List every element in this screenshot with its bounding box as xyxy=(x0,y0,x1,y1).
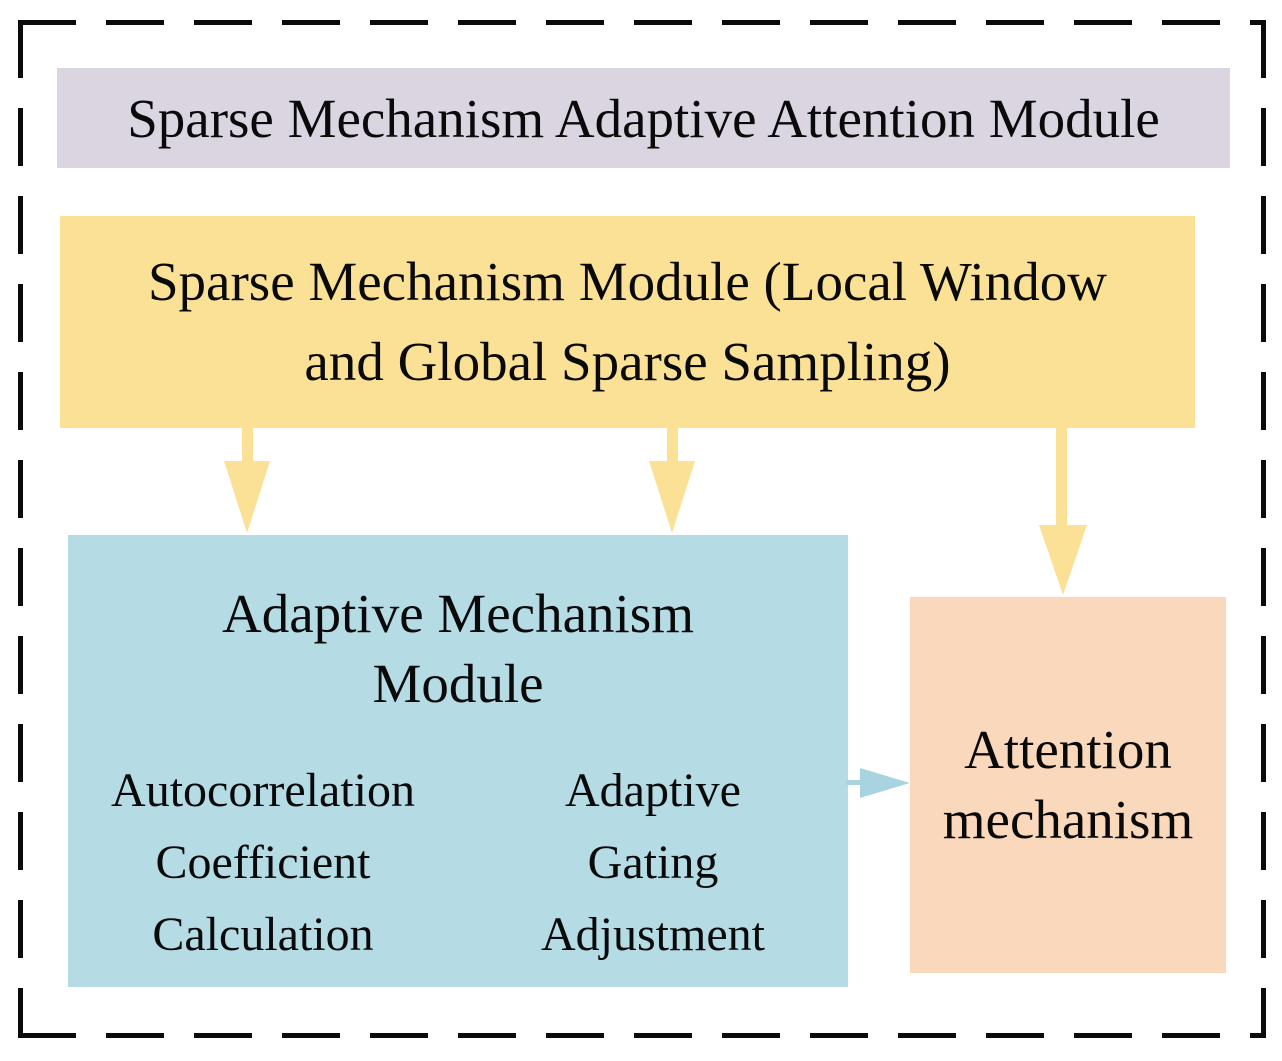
module-title: Sparse Mechanism Adaptive Attention Modu… xyxy=(127,87,1160,149)
sparse-mechanism-module-label: Sparse Mechanism Module (Local Window an… xyxy=(147,251,1108,392)
attention-mechanism-label: Attention mechanism xyxy=(942,719,1194,850)
arrow-stem xyxy=(846,780,864,785)
module-title-bar: Sparse Mechanism Adaptive Attention Modu… xyxy=(57,68,1230,168)
arrow-head xyxy=(1039,525,1087,595)
arrow-stem xyxy=(1056,425,1067,527)
adaptive-mechanism-items: Autocorrelation Coefficient Calculation … xyxy=(68,755,848,971)
sparse-mechanism-module-box: Sparse Mechanism Module (Local Window an… xyxy=(60,216,1195,428)
autocorrelation-coefficient-calculation-label: Autocorrelation Coefficient Calculation xyxy=(111,764,415,961)
dashed-border-top xyxy=(18,20,1266,25)
dashed-border-bottom xyxy=(18,1033,1266,1038)
arrow-stem xyxy=(667,427,678,463)
adaptive-mechanism-module-heading: Adaptive Mechanism Module xyxy=(222,583,694,714)
attention-mechanism-box: Attention mechanism xyxy=(910,597,1226,973)
dashed-border-right xyxy=(1261,20,1266,1038)
arrow-head xyxy=(649,461,695,533)
adaptive-gating-adjustment-label: Adaptive Gating Adjustment xyxy=(541,764,765,961)
arrow-head xyxy=(860,768,910,798)
arrow-stem xyxy=(242,427,253,463)
dashed-border-left xyxy=(18,20,23,1038)
outer-dashed-border xyxy=(18,20,1266,1038)
arrow-head xyxy=(224,461,270,533)
adaptive-mechanism-module-box: Adaptive Mechanism Module Autocorrelatio… xyxy=(68,535,848,987)
